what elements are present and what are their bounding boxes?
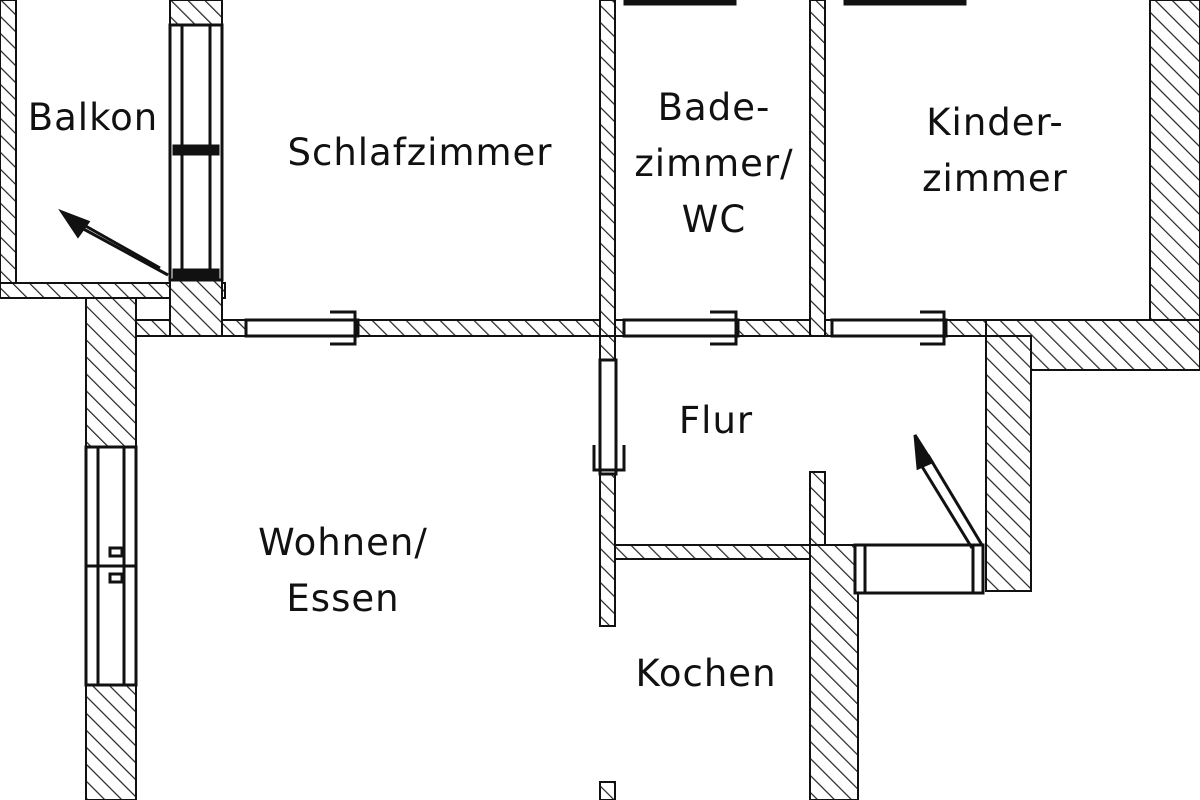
wall-top-left [169,0,223,26]
window-entrance [853,543,985,595]
room-label-line: Kochen [635,652,777,695]
door-living [592,358,626,476]
door-swing-balkon [58,208,169,277]
room-label-schlafzimmer: Schlafzimmer [287,125,552,181]
door-schlafzimmer [244,310,360,346]
room-label-balkon: Balkon [28,90,159,146]
room-label-line: Essen [286,577,400,620]
room-label-line: Schlafzimmer [287,131,553,174]
room-label-line: Wohnen/ [258,521,428,564]
wall-bath-kinder [809,0,826,337]
wall-kitchen-right [809,544,859,800]
room-label-line: WC [681,198,747,241]
door-swing-entrance [913,434,984,549]
room-label-kochen: Kochen [635,646,776,702]
room-label-badezimmer: Bade- zimmer/ WC [634,80,793,248]
room-label-kinderzimmer: Kinder- zimmer [922,95,1068,207]
window-bedroom-top [623,0,737,6]
wall-bedroom-corner [169,279,223,337]
windows [84,0,985,687]
room-label-line: zimmer [922,157,1068,200]
wall-bedroom-bath [599,0,616,337]
doors [244,310,948,476]
room-label-line: Kinder- [926,101,1064,144]
wall-flur-stub [809,471,826,546]
wall-kitchen-stub [599,781,616,800]
door-bad [622,310,740,346]
wall-right-upper [1149,0,1200,371]
door-kinder [830,310,948,346]
room-label-line: Balkon [27,96,159,139]
wall-balkon-left [0,0,17,299]
window-balkon-door [168,23,224,282]
wall-flur-kitchen [614,544,811,560]
room-label-line: Flur [678,399,754,442]
room-label-wohnen: Wohnen/ Essen [258,515,428,627]
window-living-left [84,445,138,687]
room-label-line: zimmer/ [634,142,794,185]
room-label-flur: Flur [679,393,753,449]
room-label-line: Bade- [657,86,771,129]
window-kinder-top [843,0,967,6]
wall-flur-right [985,335,1032,592]
